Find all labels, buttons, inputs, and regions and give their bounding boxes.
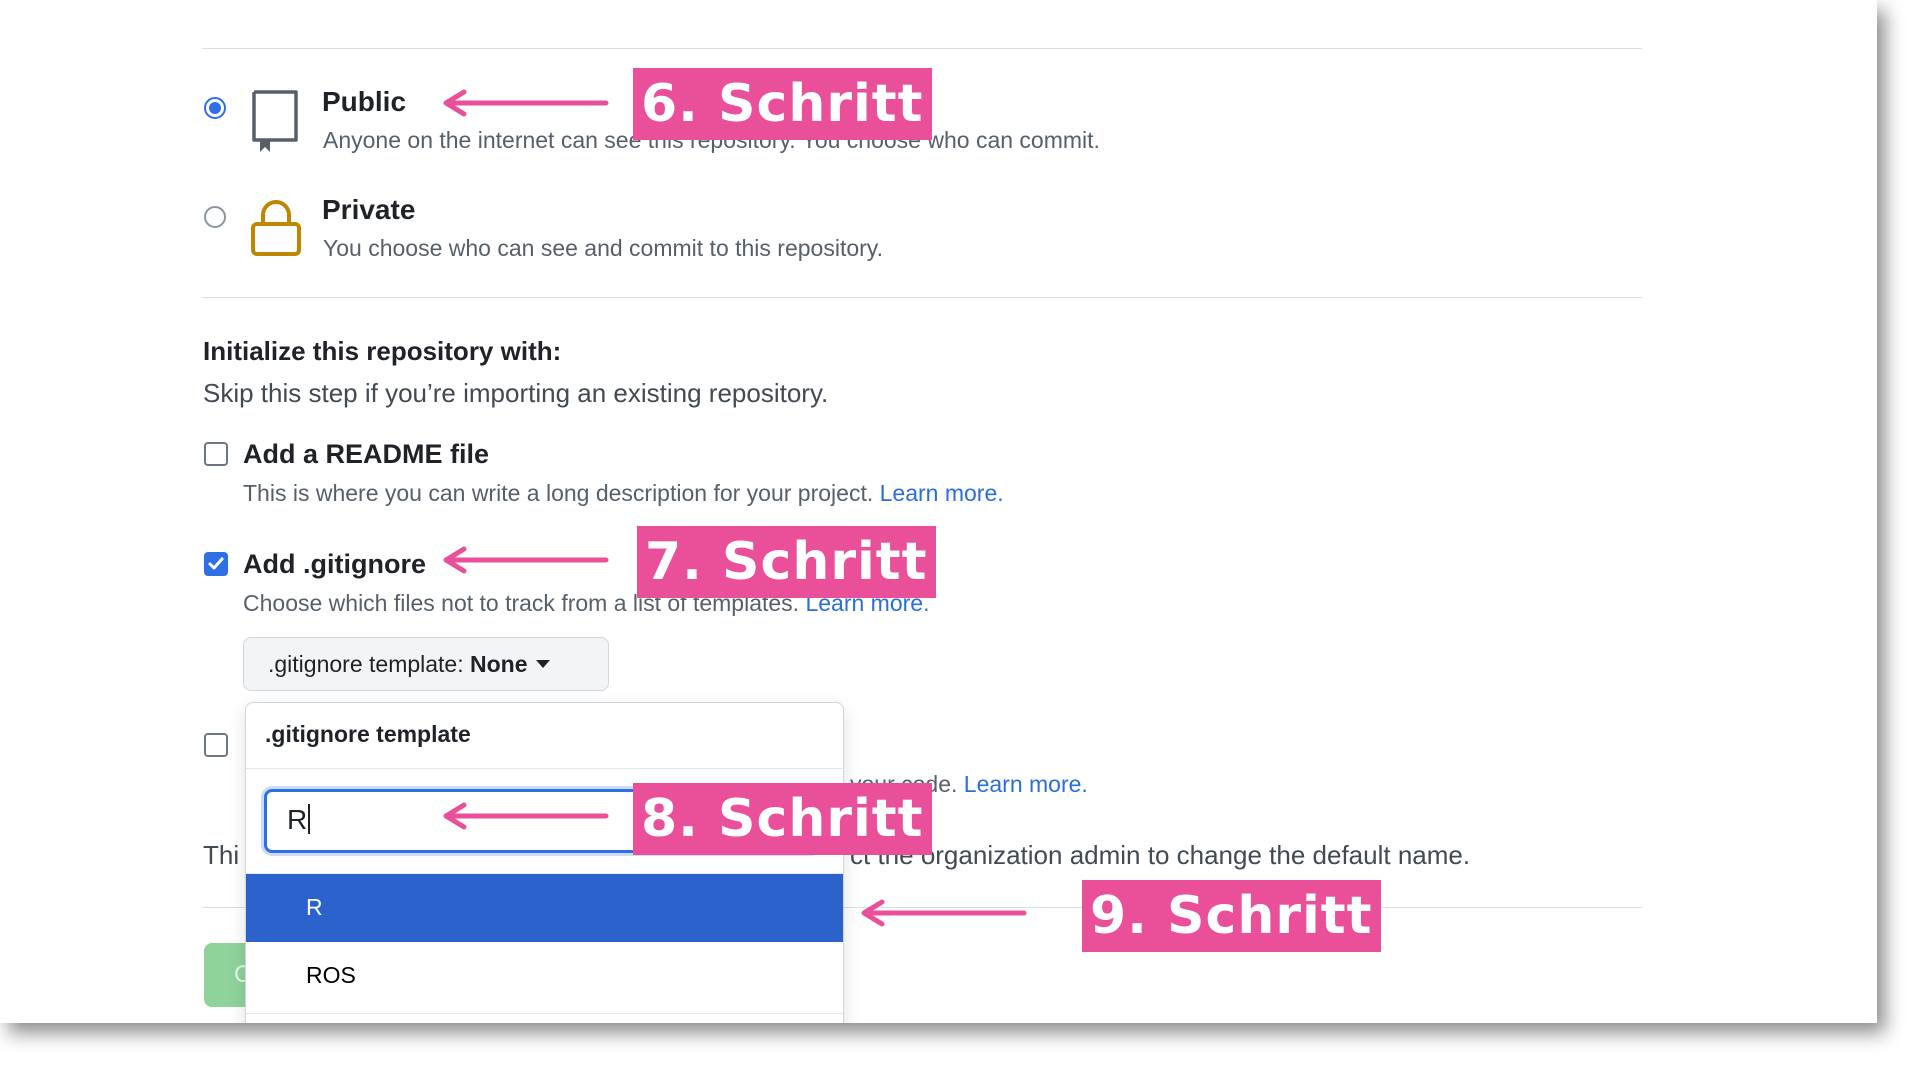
annotation-arrow bbox=[443, 802, 609, 830]
filter-value: R bbox=[287, 804, 308, 835]
readme-description: This is where you can write a long descr… bbox=[243, 480, 1004, 507]
annotation-arrow bbox=[443, 546, 609, 574]
annotation-label-step-8: 8. Schritt bbox=[633, 783, 932, 855]
divider bbox=[202, 907, 1642, 908]
template-option-label: ROS bbox=[306, 962, 356, 988]
gitignore-checkbox[interactable] bbox=[204, 552, 228, 576]
branch-note-prefix: Thi bbox=[203, 840, 240, 870]
readme-description-text: This is where you can write a long descr… bbox=[243, 480, 874, 506]
template-option-ros[interactable]: ROS bbox=[246, 942, 843, 1010]
menu-header: .gitignore template bbox=[265, 721, 471, 747]
template-option-label: R bbox=[306, 894, 323, 920]
public-radio[interactable] bbox=[204, 97, 226, 119]
annotation-label-step-9: 9. Schritt bbox=[1082, 880, 1381, 952]
readme-learn-more-link[interactable]: Learn more. bbox=[879, 480, 1004, 506]
public-title: Public bbox=[322, 86, 407, 117]
menu-divider bbox=[246, 1013, 843, 1014]
menu-divider bbox=[246, 873, 843, 874]
menu-divider bbox=[246, 768, 843, 769]
license-learn-more-link[interactable]: Learn more. bbox=[963, 771, 1088, 797]
template-option-r[interactable]: R bbox=[246, 874, 843, 942]
private-description: You choose who can see and commit to thi… bbox=[323, 235, 883, 261]
divider bbox=[202, 48, 1642, 49]
text-cursor bbox=[308, 804, 311, 834]
repo-icon bbox=[252, 90, 298, 152]
template-button-value: None bbox=[470, 650, 528, 677]
initialize-heading: Initialize this repository with: bbox=[203, 336, 562, 366]
lock-icon bbox=[251, 200, 301, 256]
annotation-label-step-6: 6. Schritt bbox=[633, 68, 932, 140]
caret-down-icon bbox=[535, 660, 550, 668]
check-icon bbox=[208, 557, 224, 570]
gitignore-label[interactable]: Add .gitignore bbox=[243, 549, 426, 579]
readme-checkbox[interactable] bbox=[204, 442, 228, 466]
divider bbox=[202, 297, 1642, 298]
annotation-label-step-7: 7. Schritt bbox=[637, 526, 936, 598]
readme-label[interactable]: Add a README file bbox=[243, 439, 490, 469]
gitignore-template-button[interactable]: .gitignore template: None bbox=[243, 637, 609, 691]
license-checkbox[interactable] bbox=[204, 733, 228, 757]
annotation-arrow bbox=[861, 899, 1027, 927]
gitignore-template-menu: .gitignore template R R ROS bbox=[245, 702, 844, 1023]
private-radio[interactable] bbox=[204, 206, 226, 228]
repository-settings-panel: Public Anyone on the internet can see th… bbox=[202, 48, 1642, 1023]
initialize-subheading: Skip this step if you’re importing an ex… bbox=[203, 378, 829, 408]
branch-note-tail: ct the organization admin to change the … bbox=[850, 840, 1471, 870]
annotation-arrow bbox=[443, 89, 609, 117]
private-title: Private bbox=[322, 194, 416, 225]
template-button-prefix: .gitignore template: bbox=[268, 650, 471, 677]
